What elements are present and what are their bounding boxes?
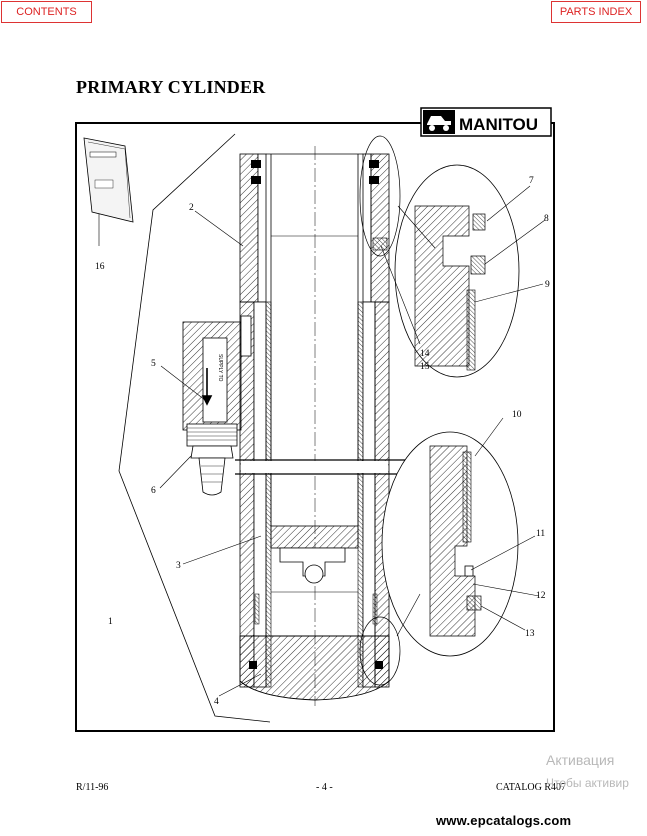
callout-1: 1: [108, 617, 113, 627]
callout-12: 12: [536, 591, 546, 601]
callout-14: 14: [420, 349, 430, 359]
cylinder-section: [235, 146, 405, 706]
callout-10: 10: [512, 410, 522, 420]
contents-button[interactable]: CONTENTS: [1, 1, 92, 23]
callout-15: 15: [420, 362, 430, 372]
footer-page-number: - 4 -: [316, 782, 333, 793]
footer-revision: R/11-96: [76, 782, 109, 793]
callout-3: 3: [176, 561, 181, 571]
callout-5: 5: [151, 359, 156, 369]
callout-2: 2: [189, 203, 194, 213]
activation-watermark-line1: Активация: [546, 752, 615, 768]
valve-label: SUPPLY TO: [217, 354, 223, 382]
activation-watermark-line2: Чтобы активир: [546, 776, 629, 790]
page-title: PRIMARY CYLINDER: [76, 77, 266, 97]
callout-7: 7: [529, 176, 534, 186]
callout-16: 16: [95, 262, 105, 272]
parts-index-button[interactable]: PARTS INDEX: [551, 1, 641, 23]
callout-11: 11: [536, 529, 545, 539]
callout-6: 6: [151, 486, 156, 496]
check-valve: SUPPLY TO: [182, 315, 252, 496]
logo-text: MANITOU: [459, 115, 538, 134]
footer-catalog: CATALOG R407: [496, 782, 567, 793]
lower-detail-parts: [429, 445, 482, 637]
manual-illustration: [83, 137, 134, 246]
exploded-diagram: MANITOU: [83, 107, 552, 723]
site-url: www.epcatalogs.com: [436, 813, 572, 828]
manitou-logo: MANITOU: [420, 107, 552, 137]
callout-13: 13: [525, 629, 535, 639]
callout-4: 4: [214, 697, 219, 707]
callout-9: 9: [545, 280, 550, 290]
callout-8: 8: [544, 214, 549, 224]
upper-detail-parts: [414, 205, 486, 371]
